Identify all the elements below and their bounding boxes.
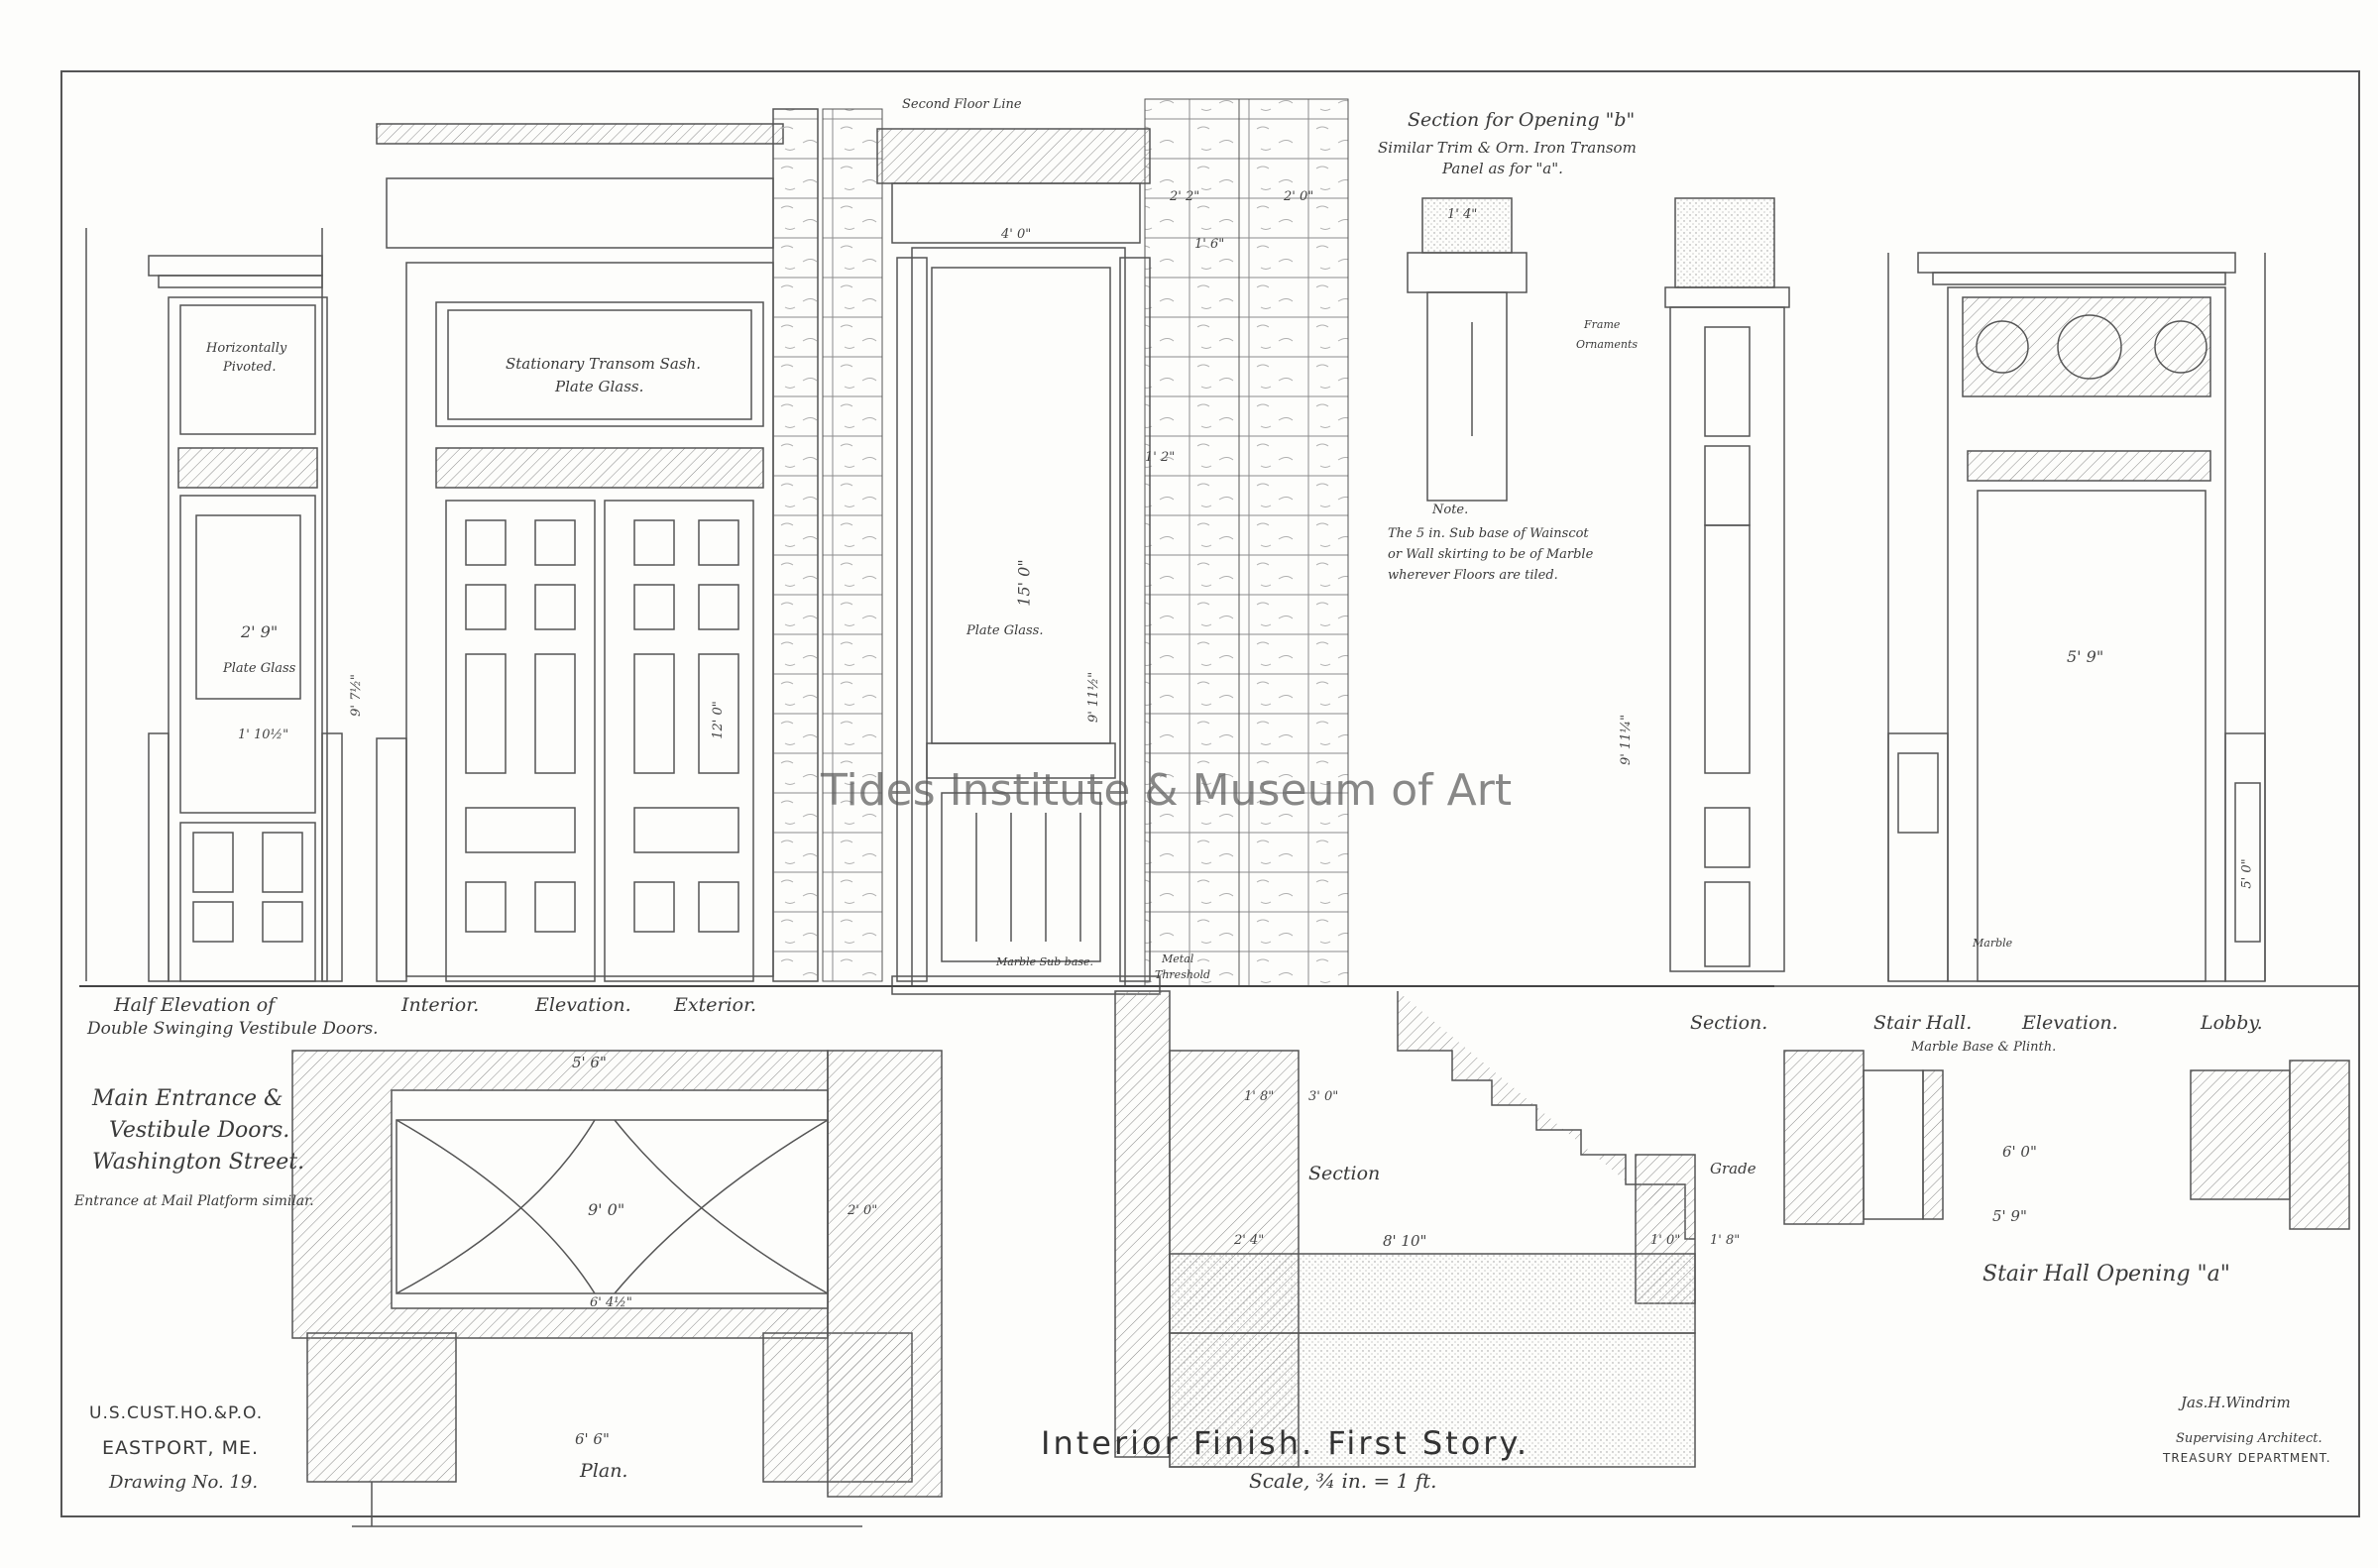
plate-glass-left: Plate Glass	[223, 661, 296, 676]
dim-door-panel: 1' 10½"	[238, 728, 289, 742]
lobby-label: Lobby.	[2201, 1012, 2263, 1034]
drawing-title: Interior Finish. First Story.	[1041, 1424, 1529, 1462]
architect-role: Supervising Architect.	[2176, 1431, 2322, 1446]
entrance-mail-platform: Entrance at Mail Platform similar.	[74, 1193, 314, 1209]
drawing-scale: Scale, ¾ in. = 1 ft.	[1249, 1469, 1437, 1493]
note-line-1: The 5 in. Sub base of Wainscot	[1388, 526, 1589, 541]
note-title: Note.	[1432, 503, 1469, 517]
section-b	[1407, 197, 1790, 972]
marble-label: Marble	[1973, 937, 2013, 950]
dim-head-width: 4' 0"	[1001, 227, 1032, 242]
exterior-elevation	[876, 128, 1161, 995]
dim-plan-6-6: 6' 6"	[575, 1430, 610, 1448]
dim-6-0: 6' 0"	[2002, 1143, 2037, 1161]
half-elevation-doors	[85, 228, 343, 982]
dim-stair-1-0: 1' 0"	[1650, 1233, 1681, 1248]
plan-view	[291, 1050, 943, 1527]
dim-pier-2-2: 2' 2"	[1170, 189, 1200, 204]
dim-5-0: 5' 0"	[2239, 858, 2255, 889]
main-entrance-3: Washington Street.	[92, 1150, 305, 1175]
note-line-3: wherever Floors are tiled.	[1388, 568, 1558, 583]
horizontally-pivoted-1: Horizontally	[206, 341, 287, 356]
main-entrance-1: Main Entrance &	[92, 1086, 283, 1111]
threshold-label: Threshold	[1155, 968, 1211, 981]
plan-label: Plan.	[580, 1460, 628, 1482]
dim-1-2: 1' 2"	[1145, 450, 1176, 465]
building-location: EASTPORT, ME.	[102, 1437, 260, 1459]
dim-pier-2-0: 2' 0"	[1284, 189, 1314, 204]
stair-section-label: Section	[1308, 1163, 1381, 1184]
stair-hall-elevation	[1887, 252, 2266, 982]
dim-section-height: 9' 11¼"	[1619, 714, 1635, 766]
marble-base-label: Marble Base & Plinth.	[1911, 1040, 2057, 1055]
dim-stair-8-10: 8' 10"	[1383, 1232, 1427, 1250]
dim-plan-5-6: 5' 6"	[572, 1054, 607, 1071]
half-elevation-label-2: Double Swinging Vestibule Doors.	[87, 1019, 379, 1039]
dim-stair-1-8b: 1' 8"	[1710, 1233, 1741, 1248]
watermark-text: Tides Institute & Museum of Art	[821, 765, 1513, 816]
dim-plan-9-0: 9' 0"	[588, 1200, 625, 1219]
frame-label: Frame	[1584, 318, 1621, 331]
stair-hall-label: Stair Hall.	[1873, 1012, 1973, 1034]
building-name: U.S.CUST.HO.&P.O.	[89, 1403, 264, 1423]
horizontally-pivoted-2: Pivoted.	[223, 360, 277, 375]
note-line-2: or Wall skirting to be of Marble	[1388, 547, 1594, 562]
dim-door-width: 2' 9"	[241, 622, 279, 641]
dim-stair-width: 5' 9"	[2067, 647, 2104, 666]
stair-section	[1114, 990, 1696, 1468]
dim-opening-height-2: 9' 11½"	[1086, 671, 1102, 724]
half-elevation-label-1: Half Elevation of	[114, 994, 276, 1016]
elevation-label-2: Elevation.	[2022, 1012, 2118, 1034]
exterior-label: Exterior.	[674, 994, 757, 1016]
ornaments-label: Ornaments	[1576, 338, 1639, 351]
stair-hall-opening-plan	[1783, 1050, 2350, 1230]
section-b-subtitle-2: Panel as for "a".	[1442, 160, 1563, 177]
main-entrance-2: Vestibule Doors.	[109, 1118, 290, 1143]
marble-sub-base-label: Marble Sub base.	[996, 955, 1094, 968]
department: TREASURY DEPARTMENT.	[2163, 1451, 2331, 1465]
dim-stair-2-4: 2' 4"	[1234, 1233, 1265, 1248]
dim-plan-6-4half: 6' 4½"	[590, 1295, 632, 1310]
grade-label: Grade	[1710, 1160, 1756, 1177]
drawing-number: Drawing No. 19.	[109, 1472, 259, 1493]
interior-elevation	[376, 108, 819, 982]
plate-glass-transom: Plate Glass.	[555, 378, 644, 395]
second-floor-line-label: Second Floor Line	[902, 97, 1022, 112]
dim-stair-3-0: 3' 0"	[1308, 1089, 1339, 1104]
dim-opening-height: 15' 0"	[1014, 559, 1034, 607]
metal-label: Metal	[1162, 952, 1194, 965]
section-b-title: Section for Opening "b"	[1408, 109, 1636, 131]
dim-stair-1-8: 1' 8"	[1244, 1089, 1275, 1104]
plate-glass-center: Plate Glass.	[966, 623, 1044, 638]
architect-signature: Jas.H.Windrim	[2181, 1394, 2291, 1411]
dim-1-4: 1' 4"	[1447, 207, 1478, 222]
stair-hall-opening-label: Stair Hall Opening "a"	[1982, 1262, 2230, 1287]
dim-12-0: 12' 0"	[710, 701, 726, 739]
dim-1-6: 1' 6"	[1194, 237, 1225, 252]
dim-plan-2-0: 2' 0"	[848, 1203, 878, 1218]
section-label: Section.	[1690, 1012, 1768, 1034]
dim-5-9-plan: 5' 9"	[1992, 1207, 2027, 1225]
section-b-subtitle-1: Similar Trim & Orn. Iron Transom	[1378, 139, 1637, 157]
transom-sash-label: Stationary Transom Sash.	[506, 355, 701, 373]
elevation-label: Elevation.	[535, 994, 631, 1016]
interior-label: Interior.	[401, 994, 480, 1016]
dim-door-height: 9' 7½"	[348, 674, 364, 717]
